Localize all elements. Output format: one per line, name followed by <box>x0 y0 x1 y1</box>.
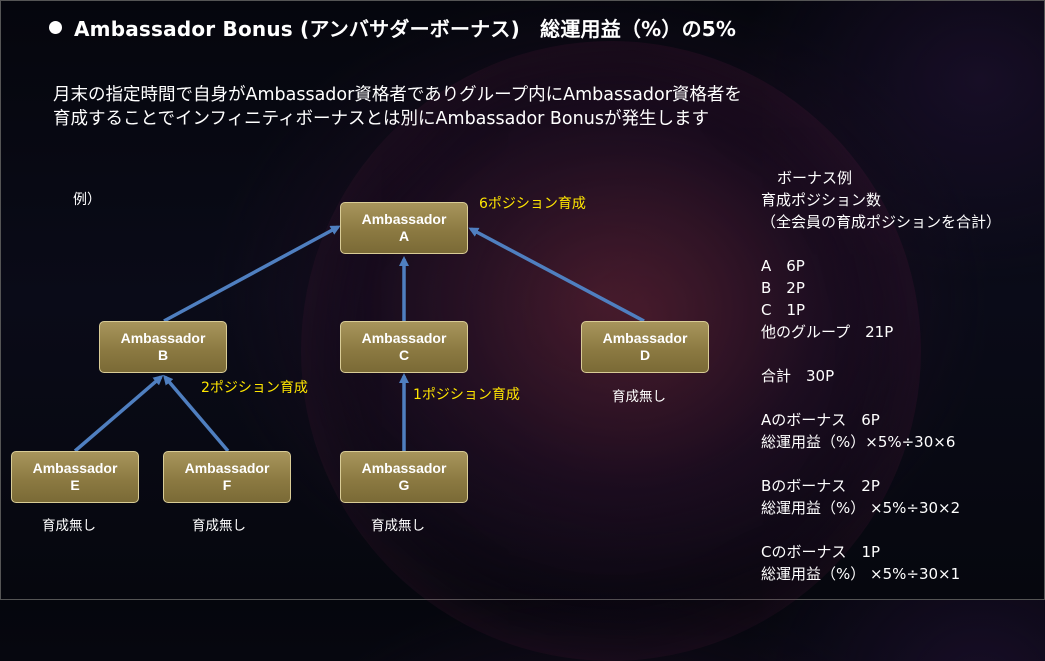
arrow-d-to-a <box>468 227 645 323</box>
node-b-letter: B <box>157 347 169 363</box>
slide-title: Ambassador Bonus (アンバサダーボーナス) 総運用益（%）の5% <box>49 13 736 42</box>
node-c: Ambassador C <box>340 321 468 373</box>
bonus-c-label: Cのボーナス 1P <box>761 543 881 561</box>
node-g-letter: G <box>398 477 410 493</box>
node-e-role: Ambassador <box>32 460 118 476</box>
node-g: Ambassador G <box>340 451 468 503</box>
node-a-role: Ambassador <box>361 211 447 227</box>
growth-label-b: 2ポジション育成 <box>201 380 308 396</box>
no-growth-e: 育成無し <box>42 518 96 534</box>
bullet-icon <box>49 21 62 34</box>
bonus-a-count: A 6P <box>761 257 805 275</box>
arrow-b-to-a <box>163 225 341 323</box>
bonus-panel-heading: ボーナス例 <box>777 169 853 187</box>
spacer <box>761 387 1001 409</box>
example-label: 例） <box>73 192 101 208</box>
node-f-letter: F <box>222 477 232 493</box>
intro-line-1: 月末の指定時間で自身がAmbassador資格者でありグループ内にAmbassa… <box>53 85 742 105</box>
bonus-a-label: Aのボーナス 6P <box>761 411 880 429</box>
bonus-count-note: （全会員の育成ポジションを合計） <box>761 213 1002 231</box>
bonus-example-panel: ボーナス例 育成ポジション数 （全会員の育成ポジションを合計） A 6P B 2… <box>761 167 1001 585</box>
node-d-letter: D <box>639 347 651 363</box>
node-d-role: Ambassador <box>602 330 688 346</box>
no-growth-g: 育成無し <box>371 518 425 534</box>
bonus-count-label: 育成ポジション数 <box>761 191 882 209</box>
tree-connectors <box>73 225 645 453</box>
node-e: Ambassador E <box>11 451 139 503</box>
bonus-other-group: 他のグループ 21P <box>761 323 894 341</box>
spacer <box>761 453 1001 475</box>
growth-label-a: 6ポジション育成 <box>479 196 586 212</box>
node-e-letter: E <box>70 477 80 493</box>
node-f: Ambassador F <box>163 451 291 503</box>
spacer <box>761 233 1001 255</box>
arrow-e-to-b <box>73 375 164 453</box>
node-c-letter: C <box>398 347 410 363</box>
intro-text: 月末の指定時間で自身がAmbassador資格者でありグループ内にAmbassa… <box>53 83 742 131</box>
bonus-b-count: B 2P <box>761 279 805 297</box>
node-f-role: Ambassador <box>184 460 270 476</box>
no-growth-f: 育成無し <box>192 518 246 534</box>
bonus-c-formula: 総運用益（%） ×5%÷30×1 <box>761 565 961 583</box>
bonus-a-formula: 総運用益（%）×5%÷30×6 <box>761 433 956 451</box>
bonus-total: 合計 30P <box>761 367 835 385</box>
node-d: Ambassador D <box>581 321 709 373</box>
node-c-role: Ambassador <box>361 330 447 346</box>
spacer <box>761 343 1001 365</box>
bonus-c-count: C 1P <box>761 301 806 319</box>
node-g-role: Ambassador <box>361 460 447 476</box>
intro-line-2: 育成することでインフィニティボーナスとは別にAmbassador Bonusが発… <box>53 109 709 129</box>
node-b: Ambassador B <box>99 321 227 373</box>
no-growth-d: 育成無し <box>612 389 666 405</box>
title-text: Ambassador Bonus (アンバサダーボーナス) 総運用益（%）の5% <box>74 17 737 41</box>
node-a-letter: A <box>398 228 410 244</box>
growth-label-c: 1ポジション育成 <box>413 387 520 403</box>
bonus-b-formula: 総運用益（%） ×5%÷30×2 <box>761 499 961 517</box>
arrow-f-to-b <box>163 374 230 453</box>
node-b-role: Ambassador <box>120 330 206 346</box>
spacer <box>761 519 1001 541</box>
bonus-b-label: Bのボーナス 2P <box>761 477 880 495</box>
node-a: Ambassador A <box>340 202 468 254</box>
